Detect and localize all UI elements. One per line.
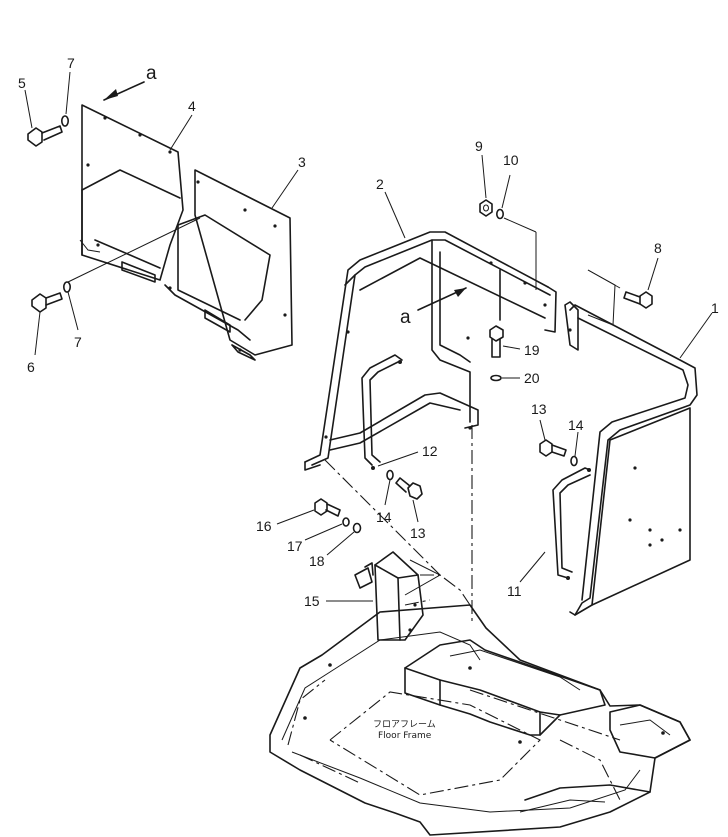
washer-17-icon bbox=[342, 517, 350, 527]
callout-14-lower: 14 bbox=[376, 509, 392, 525]
callout-7-bottom: 7 bbox=[74, 334, 82, 350]
bolt-16-icon bbox=[314, 498, 341, 517]
bolt-13-right-icon bbox=[539, 439, 567, 457]
assembly-line-left bbox=[324, 459, 441, 576]
callout-7-top: 7 bbox=[67, 55, 75, 71]
callout-11: 11 bbox=[507, 583, 522, 599]
nut-9-icon bbox=[479, 199, 493, 217]
floor-frame-label-en: Floor Frame bbox=[378, 731, 432, 741]
floor-frame bbox=[269, 604, 691, 836]
bracket-15 bbox=[354, 551, 471, 641]
bolt-8-icon bbox=[623, 291, 653, 309]
cover-4 bbox=[79, 104, 184, 283]
view-arrow-middle-label: a bbox=[400, 307, 411, 328]
callout-18: 18 bbox=[309, 553, 325, 569]
floor-frame-label-jp: フロアフレーム bbox=[373, 719, 436, 730]
washer-10-icon bbox=[495, 208, 504, 220]
washer-18-icon bbox=[352, 522, 362, 534]
view-arrow-top-label: a bbox=[146, 63, 157, 84]
callout-4: 4 bbox=[188, 98, 196, 114]
handrail-1 bbox=[564, 269, 698, 616]
callout-16: 16 bbox=[256, 518, 272, 534]
callout-12: 12 bbox=[422, 443, 438, 459]
callout-8: 8 bbox=[654, 240, 662, 256]
grab-handle-12 bbox=[361, 354, 403, 470]
bolt-8-leader-line bbox=[587, 269, 621, 289]
callout-20: 20 bbox=[524, 370, 540, 386]
callout-3: 3 bbox=[298, 154, 306, 170]
grab-handle-11 bbox=[552, 467, 591, 580]
view-arrow-middle bbox=[417, 287, 467, 311]
view-arrow-top bbox=[103, 81, 145, 101]
bolt-13-lower-icon bbox=[395, 477, 423, 500]
callout-6: 6 bbox=[27, 359, 35, 375]
callout-10: 10 bbox=[503, 152, 519, 168]
callout-1: 1 bbox=[711, 300, 719, 316]
handrail-2 bbox=[304, 231, 557, 471]
callout-13-lower: 13 bbox=[410, 525, 426, 541]
washer-7-bottom-icon bbox=[62, 281, 71, 293]
callout-14-right: 14 bbox=[568, 417, 584, 433]
washer-10-leader-line bbox=[503, 217, 537, 233]
washer-20-icon bbox=[490, 374, 502, 382]
callout-13-right: 13 bbox=[531, 401, 547, 417]
bolt-19-icon bbox=[489, 325, 504, 358]
callout-17: 17 bbox=[287, 538, 303, 554]
callout-19: 19 bbox=[524, 342, 540, 358]
washer-14-lower-icon bbox=[386, 469, 394, 481]
bolt-6-icon bbox=[31, 292, 63, 313]
washer-14-right-icon bbox=[570, 455, 578, 467]
cover-3 bbox=[164, 169, 293, 361]
callout-9: 9 bbox=[475, 138, 483, 154]
callout-5: 5 bbox=[18, 75, 26, 91]
washer-7-top-icon bbox=[60, 115, 69, 127]
callout-2: 2 bbox=[376, 176, 384, 192]
callout-15: 15 bbox=[304, 593, 320, 609]
bolt-5-icon bbox=[27, 125, 63, 147]
leader-lines bbox=[24, 71, 713, 602]
cover-connection-line bbox=[67, 217, 201, 283]
